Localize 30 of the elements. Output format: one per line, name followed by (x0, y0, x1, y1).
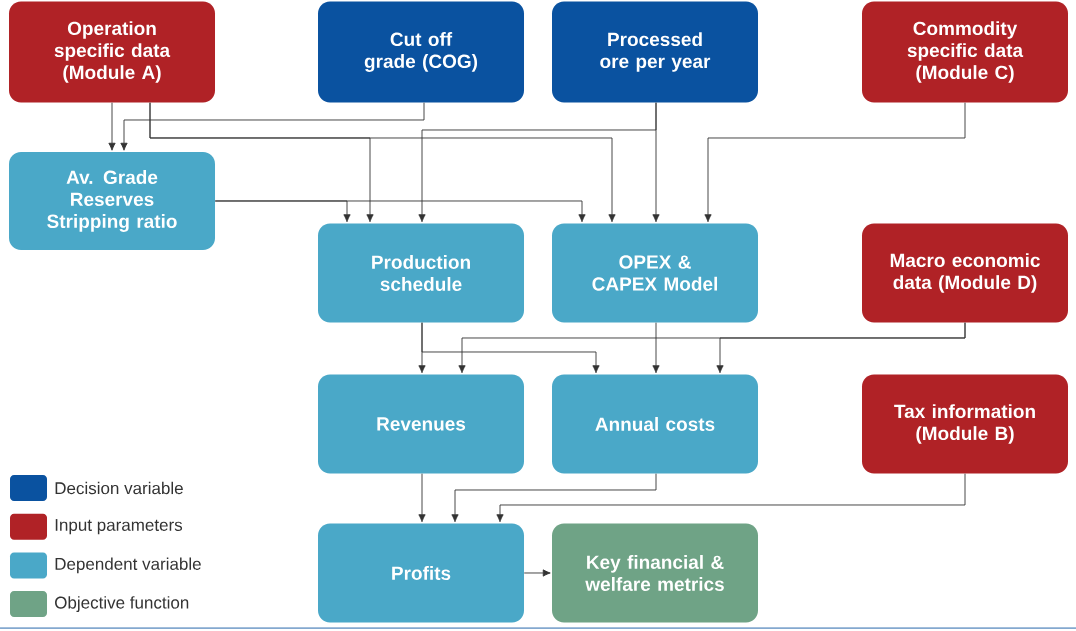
process-box: Key financial & welfare metrics (552, 523, 758, 623)
arrow (652, 322, 660, 374)
process-box: Cut off grade (COG) (318, 1, 524, 103)
legend-label: Objective function (55, 596, 189, 612)
process-box: Tax information (Module B) (862, 374, 1068, 474)
legend-label: Decision variable (55, 481, 183, 495)
arrow (652, 102, 660, 223)
legend-label: Dependent variable (55, 557, 201, 574)
process-box: Annual costs (552, 374, 758, 474)
arrow (421, 322, 600, 374)
arrow (418, 473, 426, 523)
process-box: OPEX & CAPEX Model (552, 223, 758, 323)
arrow (149, 102, 616, 223)
legend-label: Input parameters (55, 519, 183, 535)
process-box: Macro economic data (Module D) (862, 223, 1068, 323)
process-box: Av. Grade Reserves Stripping ratio (9, 152, 215, 250)
process-box: Commodity specific data (Module C) (862, 1, 1068, 103)
process-box: Revenues (318, 374, 524, 474)
arrow (120, 102, 425, 151)
process-box: Processed ore per year (552, 1, 758, 103)
arrow (496, 473, 966, 523)
process-box: Profits (318, 523, 524, 623)
arrow (214, 200, 586, 223)
arrow (451, 473, 657, 523)
arrow (108, 102, 116, 151)
process-box: Operation specific data (Module A) (9, 1, 215, 103)
arrow (523, 569, 551, 577)
process-box: Production schedule (318, 223, 524, 323)
arrow (704, 102, 966, 223)
arrow (716, 322, 966, 374)
